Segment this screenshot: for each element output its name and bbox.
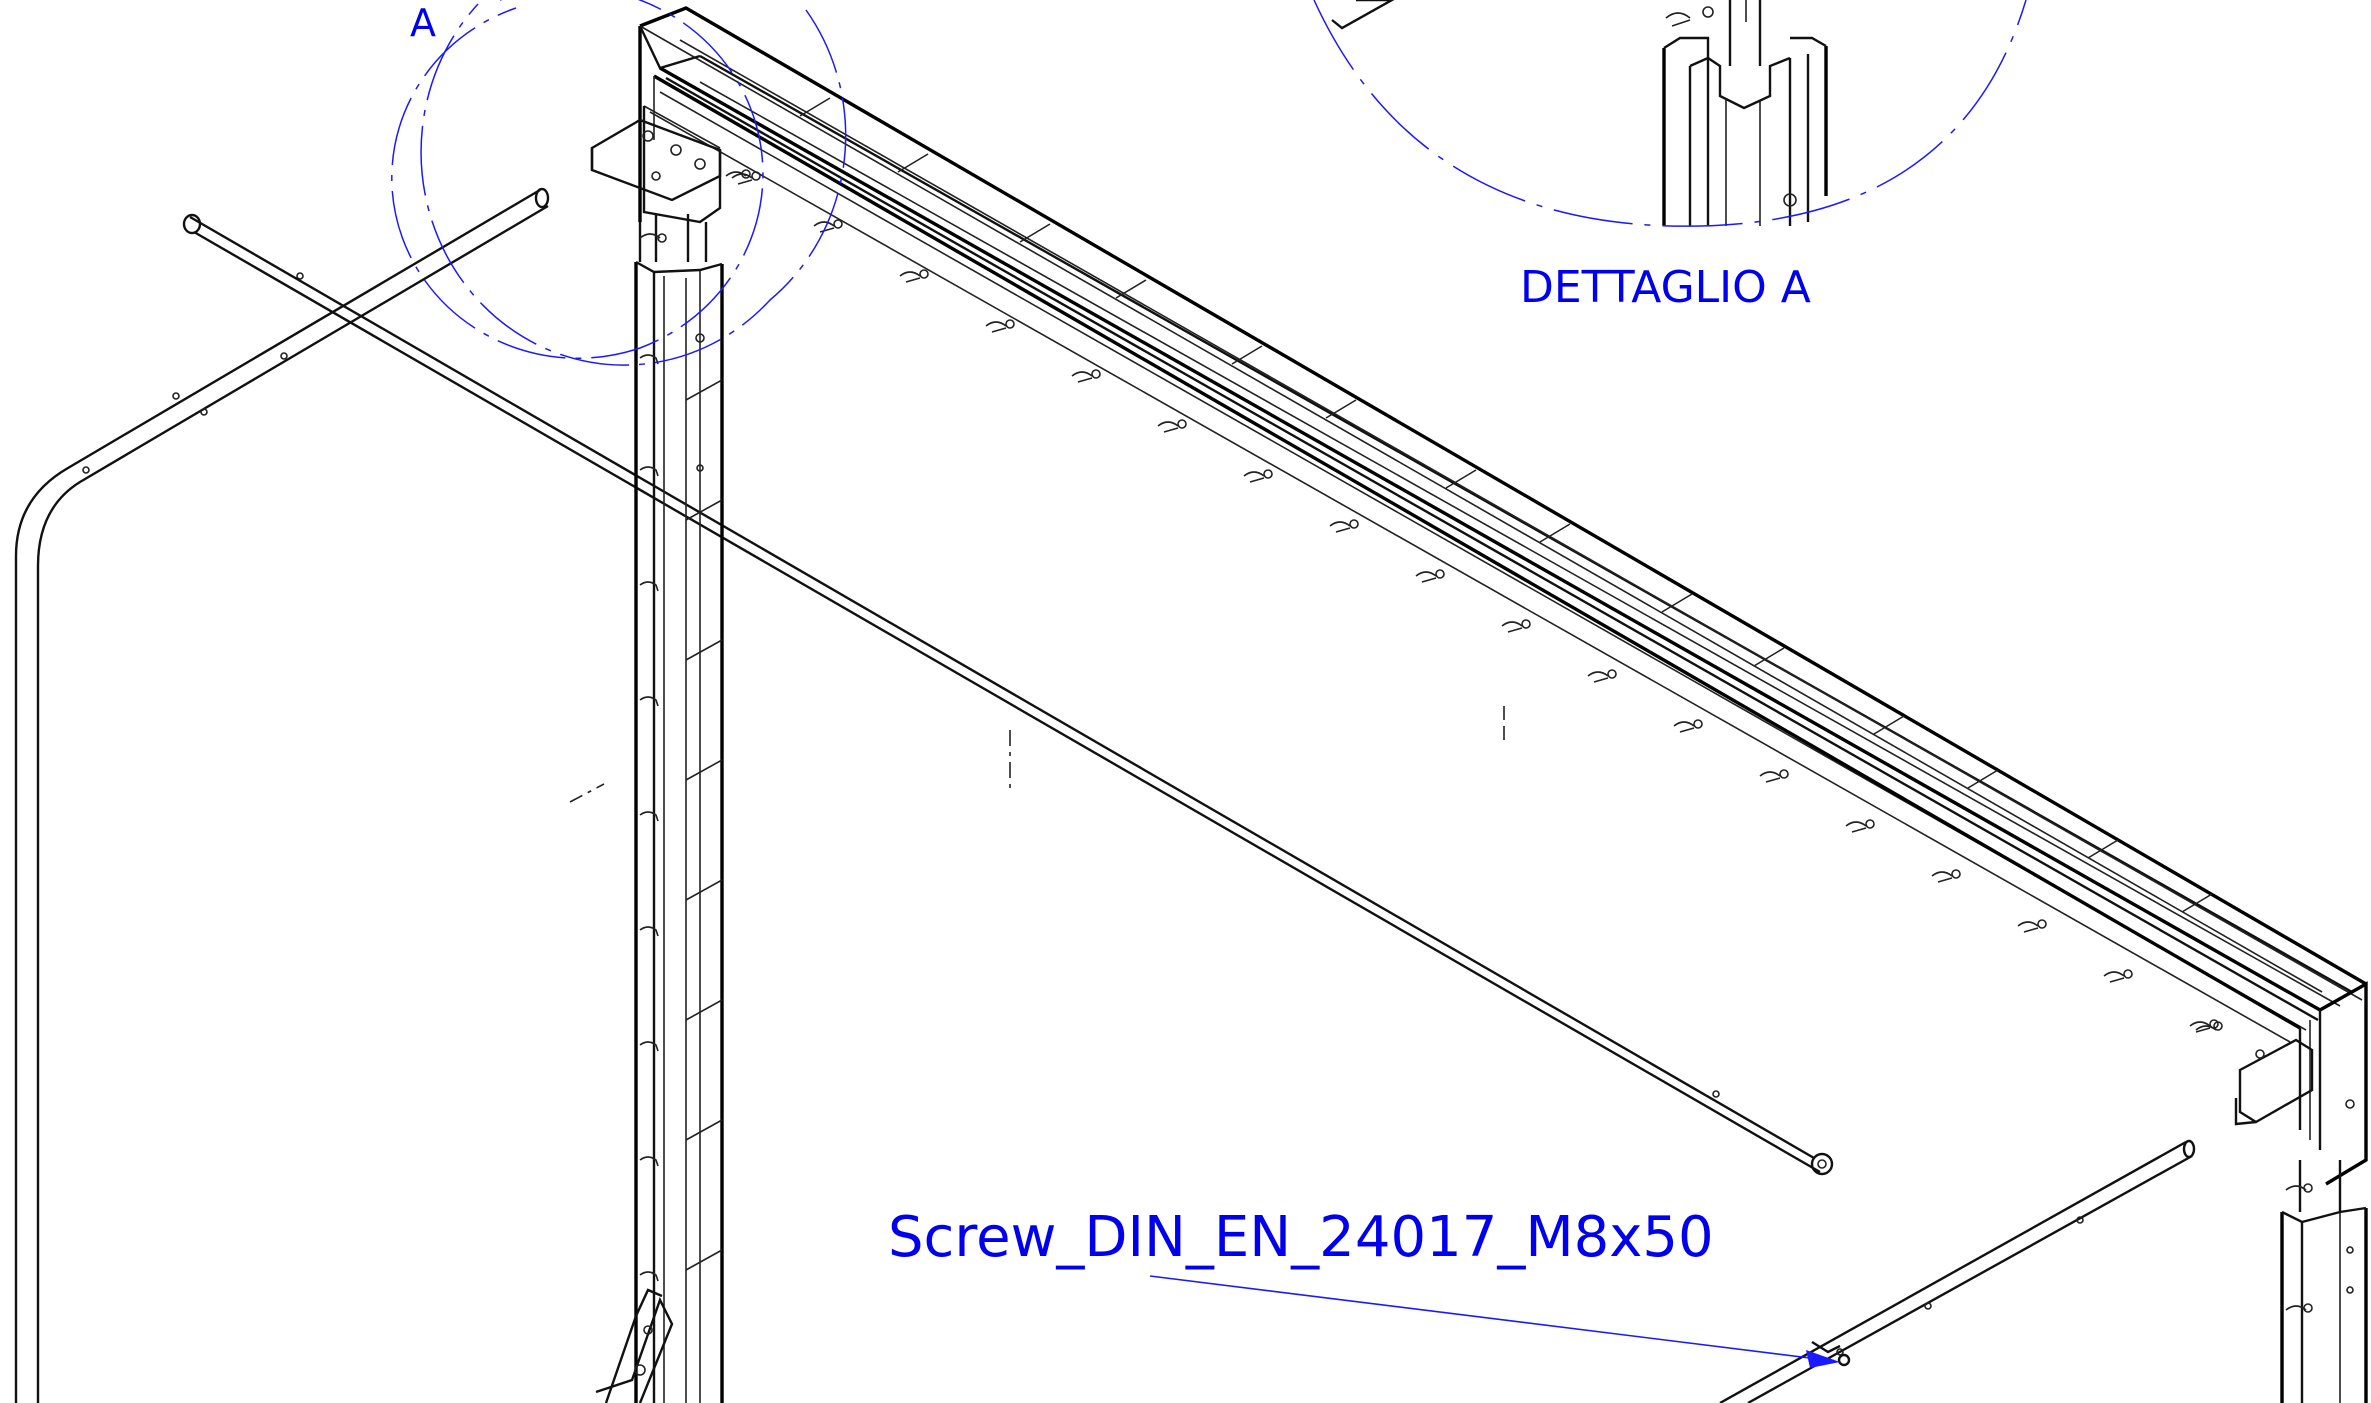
detail-a-inset (1331, 0, 1828, 226)
centerline-marks (569, 706, 1505, 803)
part-callout-label: Screw_DIN_EN_24017_M8x50 (888, 1205, 1714, 1270)
left-curved-frame-tube (14, 187, 550, 1403)
right-post (2195, 1021, 2368, 1403)
beam-clips (731, 171, 2219, 1033)
leader-arrowhead (1806, 1350, 1840, 1368)
detail-circle-a (391, 0, 847, 366)
top-beam (638, 6, 2368, 1186)
top-left-bracket (590, 105, 751, 243)
callout-leader (1149, 1275, 1840, 1368)
detail-title-label: DETTAGLIO A (1520, 262, 1811, 313)
diagonal-rod (182, 213, 1834, 1176)
detail-marker-label: A (410, 1, 436, 45)
left-post (595, 214, 724, 1403)
detail-a-inset-circle (1313, 0, 2027, 227)
lower-right-rod (1719, 1139, 2196, 1403)
